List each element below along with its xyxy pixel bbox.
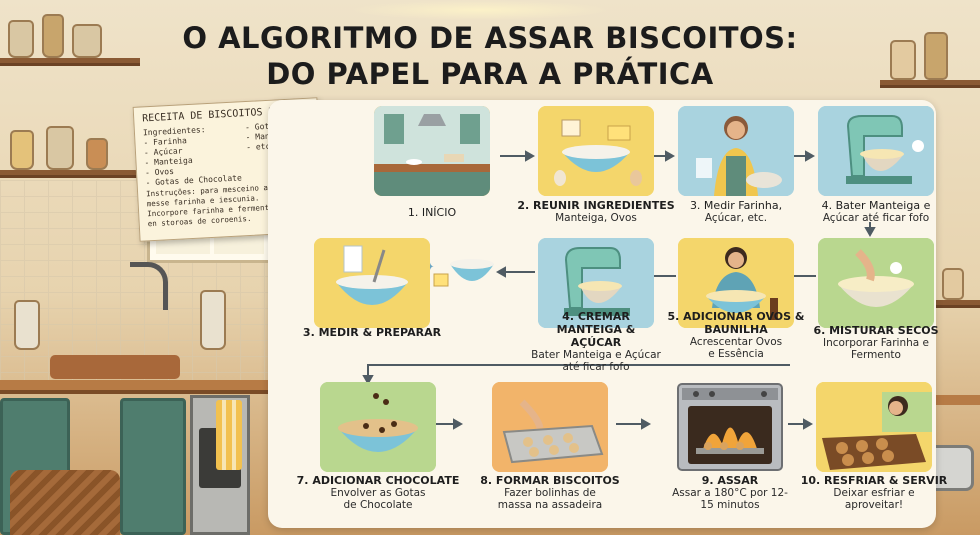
step-4-label: 4. Bater Manteiga e Açúcar até ficar fof…: [791, 199, 961, 224]
basket-icon: [10, 470, 120, 535]
jar-icon: [8, 20, 34, 58]
cutting-board-icon: [50, 355, 180, 379]
counter-left: [0, 380, 300, 394]
step-11-tile: [672, 382, 788, 472]
egg-cracking-icon: [678, 238, 794, 328]
step-12-label: 10. RESFRIAR & SERVIR Deixar esfriar e a…: [789, 474, 959, 511]
step-12-tile: [816, 382, 932, 472]
counter-right: [910, 395, 980, 405]
svg-text:✦: ✦: [426, 262, 434, 273]
baking-tray-icon: [492, 382, 608, 472]
step-6-tile: [538, 238, 654, 328]
step-11-title: 9. ASSAR: [701, 474, 759, 487]
shelf-mid-right: [936, 300, 980, 308]
faucet-icon: [130, 262, 168, 310]
stand-mixer-icon: [538, 238, 654, 328]
mixing-dry-icon: [818, 238, 934, 328]
jar-icon: [924, 32, 948, 80]
jar-icon: [942, 268, 964, 300]
shelf-top-left: [0, 58, 140, 66]
step-2-tile: [538, 106, 654, 196]
step-11-label: 9. ASSAR Assar a 180°C por 12-15 minutos: [645, 474, 815, 511]
step-5-label: 3. MEDIR & PREPARAR: [287, 326, 457, 339]
step-1-label: 1. INÍCIO: [347, 206, 517, 219]
step-2-label: 2. REUNIR INGREDIENTES Manteiga, Ovos: [511, 199, 681, 224]
ingredient-symbols: ✦: [426, 262, 434, 273]
step-4-desc: Açúcar até ficar fofo: [822, 212, 930, 224]
title-line-2: DO PAPEL PARA A PRÁTICA: [266, 57, 714, 91]
stand-mixer-icon: [818, 106, 934, 196]
cookie-dough-icon: [320, 382, 436, 472]
step-7-desc: Acrescentar Ovos e Essência: [689, 336, 783, 360]
flour-scoop-icon: [433, 259, 494, 287]
step-3-desc: Açúcar, etc.: [704, 212, 768, 224]
jar-icon: [10, 130, 34, 170]
flow-panel: ✦: [268, 100, 947, 528]
step-8-desc: Incorporar Farinha e Fermento: [822, 337, 930, 361]
recipe-col-1: Ingredientes: - Farinha - Açúcar - Mante…: [143, 123, 242, 188]
step-2-title: 2. REUNIR INGREDIENTES: [517, 199, 675, 212]
step-7-label: 5. ADICIONAR OVOS & BAUNILHA Acrescentar…: [651, 310, 821, 360]
step-6-title: 4. CREMAR MANTEIGA & AÇÚCAR: [556, 310, 636, 349]
step-4-title: 4. Bater Manteiga e: [821, 199, 931, 212]
step-1-title: 1. INÍCIO: [407, 206, 457, 219]
step-6-label: 4. CREMAR MANTEIGA & AÇÚCAR Bater Mantei…: [511, 310, 681, 373]
step-5-tile: [314, 238, 430, 328]
step-9-label: 7. ADICIONAR CHOCOLATE Envolver as Gotas…: [293, 474, 463, 511]
shelf-top-right: [880, 80, 980, 88]
jar-icon: [46, 126, 74, 170]
step-8-label: 6. MISTURAR SECOS Incorporar Farinha e F…: [791, 324, 961, 361]
jar-icon: [72, 24, 102, 58]
step-11-desc: Assar a 180°C por 12-15 minutos: [672, 487, 788, 511]
step-2-desc: Manteiga, Ovos: [555, 212, 637, 224]
step-12-desc: Deixar esfriar e aproveitar!: [833, 487, 915, 511]
jar-icon: [42, 14, 64, 58]
flow-arrows: ✦: [362, 150, 876, 430]
ceiling-light: [350, 0, 610, 20]
step-9-title: 7. ADICIONAR CHOCOLATE: [296, 474, 460, 487]
step-8-tile: [818, 238, 934, 328]
step-10-title: 8. FORMAR BISCOITOS: [480, 474, 620, 487]
dish-towel-icon: [216, 400, 242, 470]
step-3-label: 3. Medir Farinha, Açúcar, etc.: [651, 199, 821, 224]
step-9-tile: [320, 382, 436, 472]
oven-icon: [677, 383, 783, 471]
step-12-title: 10. RESFRIAR & SERVIR: [800, 474, 948, 487]
ingredients-icon: [538, 106, 654, 196]
utensil-holder-icon: [200, 290, 226, 350]
utensil-holder-icon: [14, 300, 40, 350]
step-9-desc: Envolver as Gotas de Chocolate: [330, 487, 426, 511]
step-1-tile: [374, 106, 490, 196]
step-6-desc: Bater Manteiga e Açúcar até ficar fofo: [531, 349, 661, 373]
kitchen-scene-icon: [374, 106, 490, 196]
step-4-tile: [818, 106, 934, 196]
shelf-mid-left: [0, 170, 140, 178]
page-title: O ALGORITMO DE ASSAR BISCOITOS: DO PAPEL…: [150, 20, 830, 92]
step-8-title: 6. MISTURAR SECOS: [813, 324, 939, 337]
title-line-1: O ALGORITMO DE ASSAR BISCOITOS:: [182, 21, 798, 55]
mixing-bowl-icon: [314, 238, 430, 328]
eating-cookie-icon: [816, 382, 932, 472]
step-10-desc: Fazer bolinhas de massa na assadeira: [497, 487, 603, 511]
cabinet-icon: [120, 398, 186, 535]
step-3-tile: [678, 106, 794, 196]
step-3-title: 3. Medir Farinha,: [689, 199, 783, 212]
jar-icon: [86, 138, 108, 170]
step-10-tile: [492, 382, 608, 472]
flour-scoop-tile: [428, 240, 498, 300]
jar-icon: [890, 40, 916, 80]
step-7-tile: [678, 238, 794, 328]
step-10-label: 8. FORMAR BISCOITOS Fazer bolinhas de ma…: [465, 474, 635, 511]
measuring-person-icon: [678, 106, 794, 196]
step-7-title: 5. ADICIONAR OVOS & BAUNILHA: [667, 310, 805, 336]
step-5-title: 3. MEDIR & PREPARAR: [302, 326, 442, 339]
